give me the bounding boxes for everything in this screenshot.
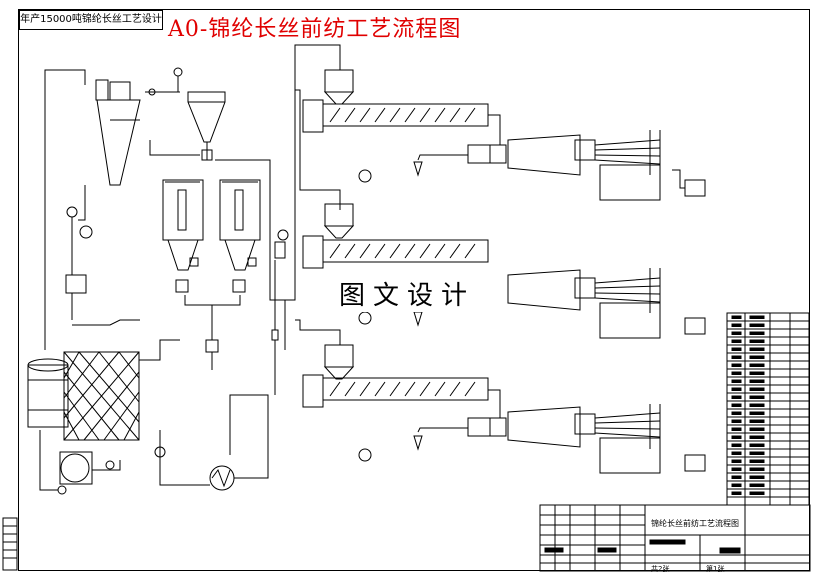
table-cell-mark — [749, 435, 765, 439]
table-cell-mark — [731, 459, 742, 463]
table-cell-mark — [749, 379, 765, 383]
table-cell-mark — [749, 419, 765, 423]
binding-strip — [2, 517, 18, 571]
table-cell-mark — [731, 435, 742, 439]
table-cell-mark — [749, 387, 765, 391]
table-cell-mark — [731, 379, 742, 383]
table-cell-mark — [731, 451, 742, 455]
table-cell-mark — [749, 331, 765, 335]
table-cell-mark — [731, 315, 742, 319]
watermark-text: 图文设计 — [335, 275, 480, 312]
spinning-line-1 — [302, 69, 706, 201]
drawing-title: A0-锦纶长丝前纺工艺流程图 — [168, 17, 462, 42]
drawing-frame — [18, 9, 810, 571]
table-cell-mark — [749, 467, 765, 471]
table-cell-mark — [731, 491, 742, 495]
table-cell-mark — [731, 419, 742, 423]
table-cell-mark — [731, 339, 742, 343]
table-cell-mark — [731, 467, 742, 471]
table-cell-mark — [749, 315, 765, 319]
table-cell-mark — [749, 371, 765, 375]
table-cell-mark — [749, 459, 765, 463]
table-cell-mark — [749, 483, 765, 487]
main-header-pipe — [215, 44, 341, 350]
table-cell-mark — [749, 475, 765, 479]
table-cell-mark — [749, 339, 765, 343]
table-cell-mark — [731, 331, 742, 335]
table-cell-mark — [731, 483, 742, 487]
table-cell-mark — [749, 355, 765, 359]
chip-feed-system — [44, 67, 226, 350]
title-block — [539, 504, 811, 572]
drying-towers — [162, 179, 261, 370]
table-cell-mark — [731, 443, 742, 447]
drawing-subtitle: 年产15000吨锦纶长丝工艺设计 — [19, 10, 163, 30]
title-block-name: 锦纶长丝前纺工艺流程图 — [651, 519, 739, 528]
table-cell-mark — [749, 403, 765, 407]
table-cell-mark — [731, 427, 742, 431]
table-cell-mark — [731, 411, 742, 415]
spinning-line-3 — [302, 344, 706, 474]
spinning-line-2 — [302, 203, 706, 339]
table-cell-mark — [731, 387, 742, 391]
table-cell-mark — [749, 363, 765, 367]
parts-list-table — [726, 312, 810, 506]
title-block-sheet-number: 第1张 — [706, 565, 725, 573]
table-cell-mark — [731, 395, 742, 399]
table-cell-mark — [749, 395, 765, 399]
table-cell-mark — [749, 491, 765, 495]
table-cell-mark — [749, 427, 765, 431]
table-cell-mark — [731, 323, 742, 327]
table-cell-mark — [749, 347, 765, 351]
table-cell-mark — [731, 355, 742, 359]
table-cell-mark — [731, 371, 742, 375]
table-cell-mark — [731, 403, 742, 407]
table-cell-mark — [749, 443, 765, 447]
title-block-sheet-count: 共2张 — [651, 565, 670, 573]
table-cell-mark — [731, 475, 742, 479]
table-cell-mark — [731, 363, 742, 367]
table-cell-mark — [749, 451, 765, 455]
bottom-loop — [154, 340, 276, 491]
left-instruments — [65, 206, 289, 341]
table-cell-mark — [749, 411, 765, 415]
table-cell-mark — [731, 347, 742, 351]
table-cell-mark — [749, 323, 765, 327]
polymerization-tank — [27, 339, 180, 495]
